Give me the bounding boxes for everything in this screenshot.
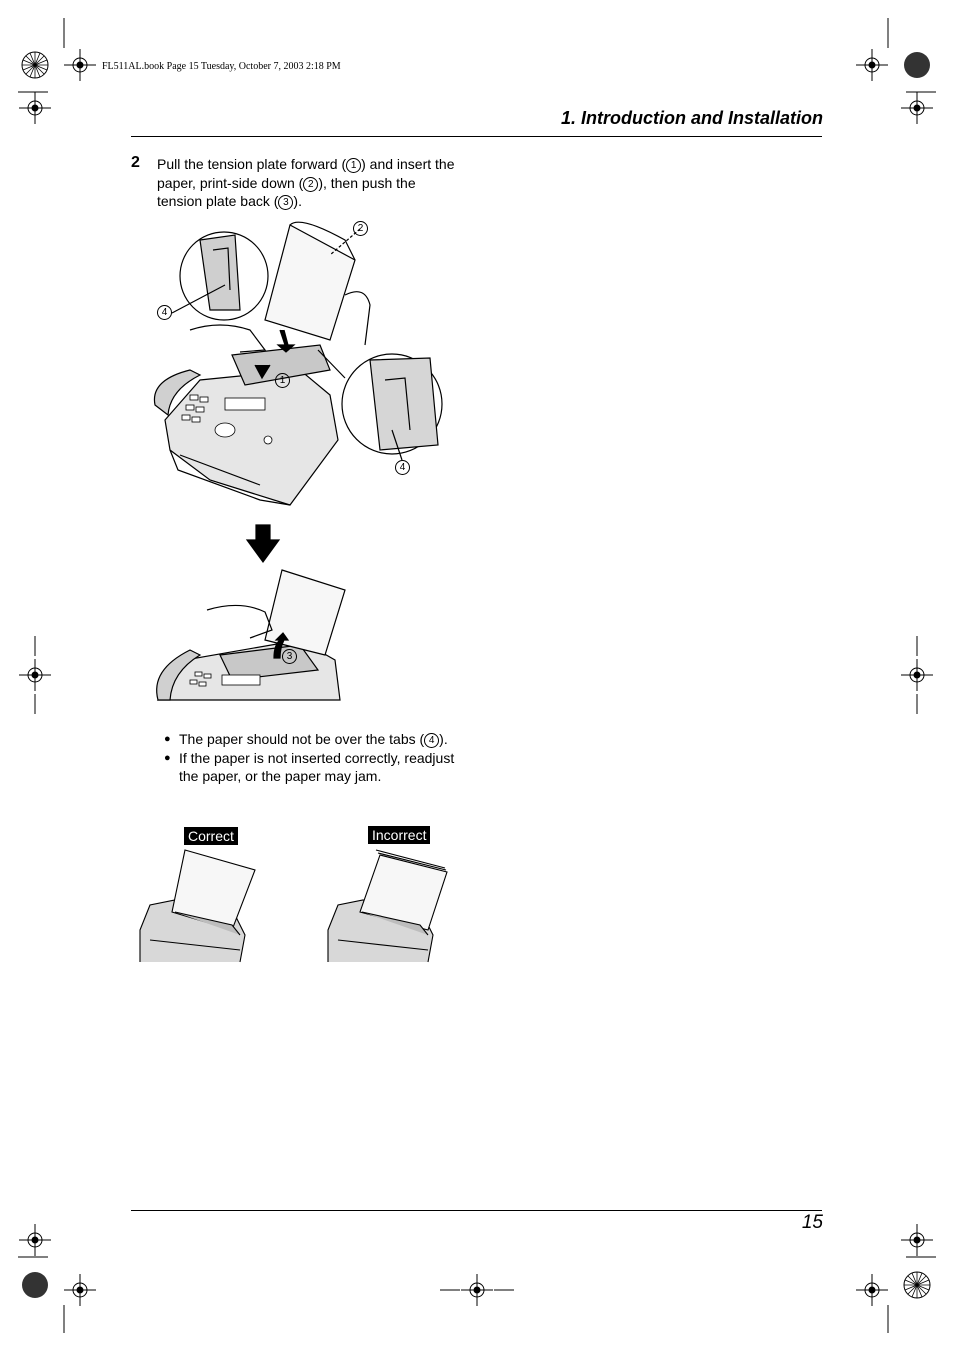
book-header: FL511AL.book Page 15 Tuesday, October 7,… [102, 61, 341, 72]
callout-4-left: 4 [157, 305, 172, 320]
callout-4-right: 4 [395, 460, 410, 475]
page-number: 15 [801, 1212, 823, 1233]
section-title: 1. Introduction and Installation [560, 108, 823, 128]
callout-1: 1 [275, 373, 290, 388]
footer-rule [131, 1210, 822, 1211]
notes-list: ● The paper should not be over the tabs … [164, 730, 464, 786]
callout-mark-1: 1 [346, 158, 362, 173]
correct-label: Correct [184, 827, 238, 845]
callout-3: 3 [282, 649, 297, 664]
note-item: ● If the paper is not inserted correctly… [164, 749, 455, 785]
bullet-icon: ● [164, 733, 171, 745]
header-rule [131, 136, 822, 137]
note-item: ● The paper should not be over the tabs … [164, 731, 448, 748]
step-text: Pull the tension plate forward (1) and i… [157, 156, 455, 210]
step-number: 2 [131, 154, 140, 171]
callout-mark-2: 2 [303, 176, 319, 192]
bullet-icon: ● [164, 751, 171, 764]
incorrect-label: Incorrect [368, 826, 431, 844]
callout-2: 2 [353, 221, 368, 236]
callout-mark-3: 3 [278, 195, 294, 210]
